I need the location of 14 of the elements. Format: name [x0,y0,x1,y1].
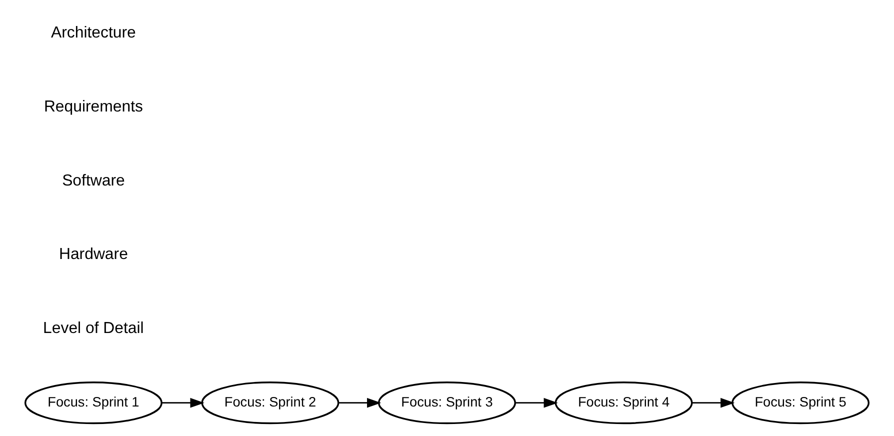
arrow [162,398,204,408]
node-ellipse: Focus: Sprint 4 [554,382,693,424]
label: Level of Detail [43,320,144,338]
node-ellipse: Focus: Sprint 5 [732,382,870,424]
arrow [338,398,382,408]
node-ellipse: Focus: Sprint 3 [378,382,516,424]
node-ellipse: Focus: Sprint 1 [24,382,162,424]
label: Architecture [51,24,136,42]
node-ellipse: Focus: Sprint 2 [201,382,340,424]
label: Software [62,172,125,190]
arrow [692,398,735,408]
arrow [515,398,558,408]
label: Requirements [44,98,143,116]
label: Hardware [58,246,128,264]
